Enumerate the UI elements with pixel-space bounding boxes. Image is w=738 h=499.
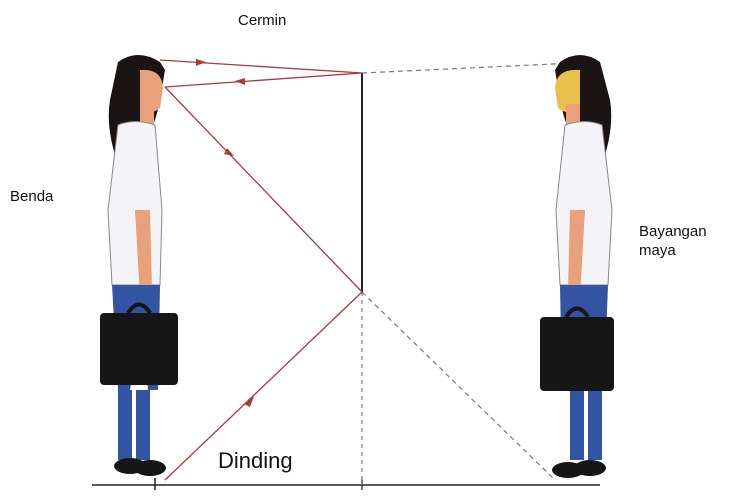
ray-top-incident	[159, 59, 363, 74]
object-label: Benda	[10, 188, 54, 205]
ray-top-reflected	[164, 72, 363, 88]
ray-arrow-2	[235, 78, 245, 85]
ray-arrow-1	[196, 59, 206, 66]
object-person	[100, 55, 178, 476]
virtual-ray-bottom	[361, 291, 556, 481]
ray-eye-to-mirror	[164, 86, 363, 293]
wall-label: Dinding	[218, 448, 293, 473]
ray-arrow-4	[244, 396, 254, 407]
virtual-image-label: Bayangan maya	[639, 223, 707, 259]
mirror-label: Cermin	[238, 12, 287, 29]
virtual-image-person	[540, 55, 614, 478]
ray-arrow-3	[224, 148, 234, 156]
ray-floor-to-mirror	[164, 291, 363, 481]
virtual-ray-top	[361, 62, 576, 74]
